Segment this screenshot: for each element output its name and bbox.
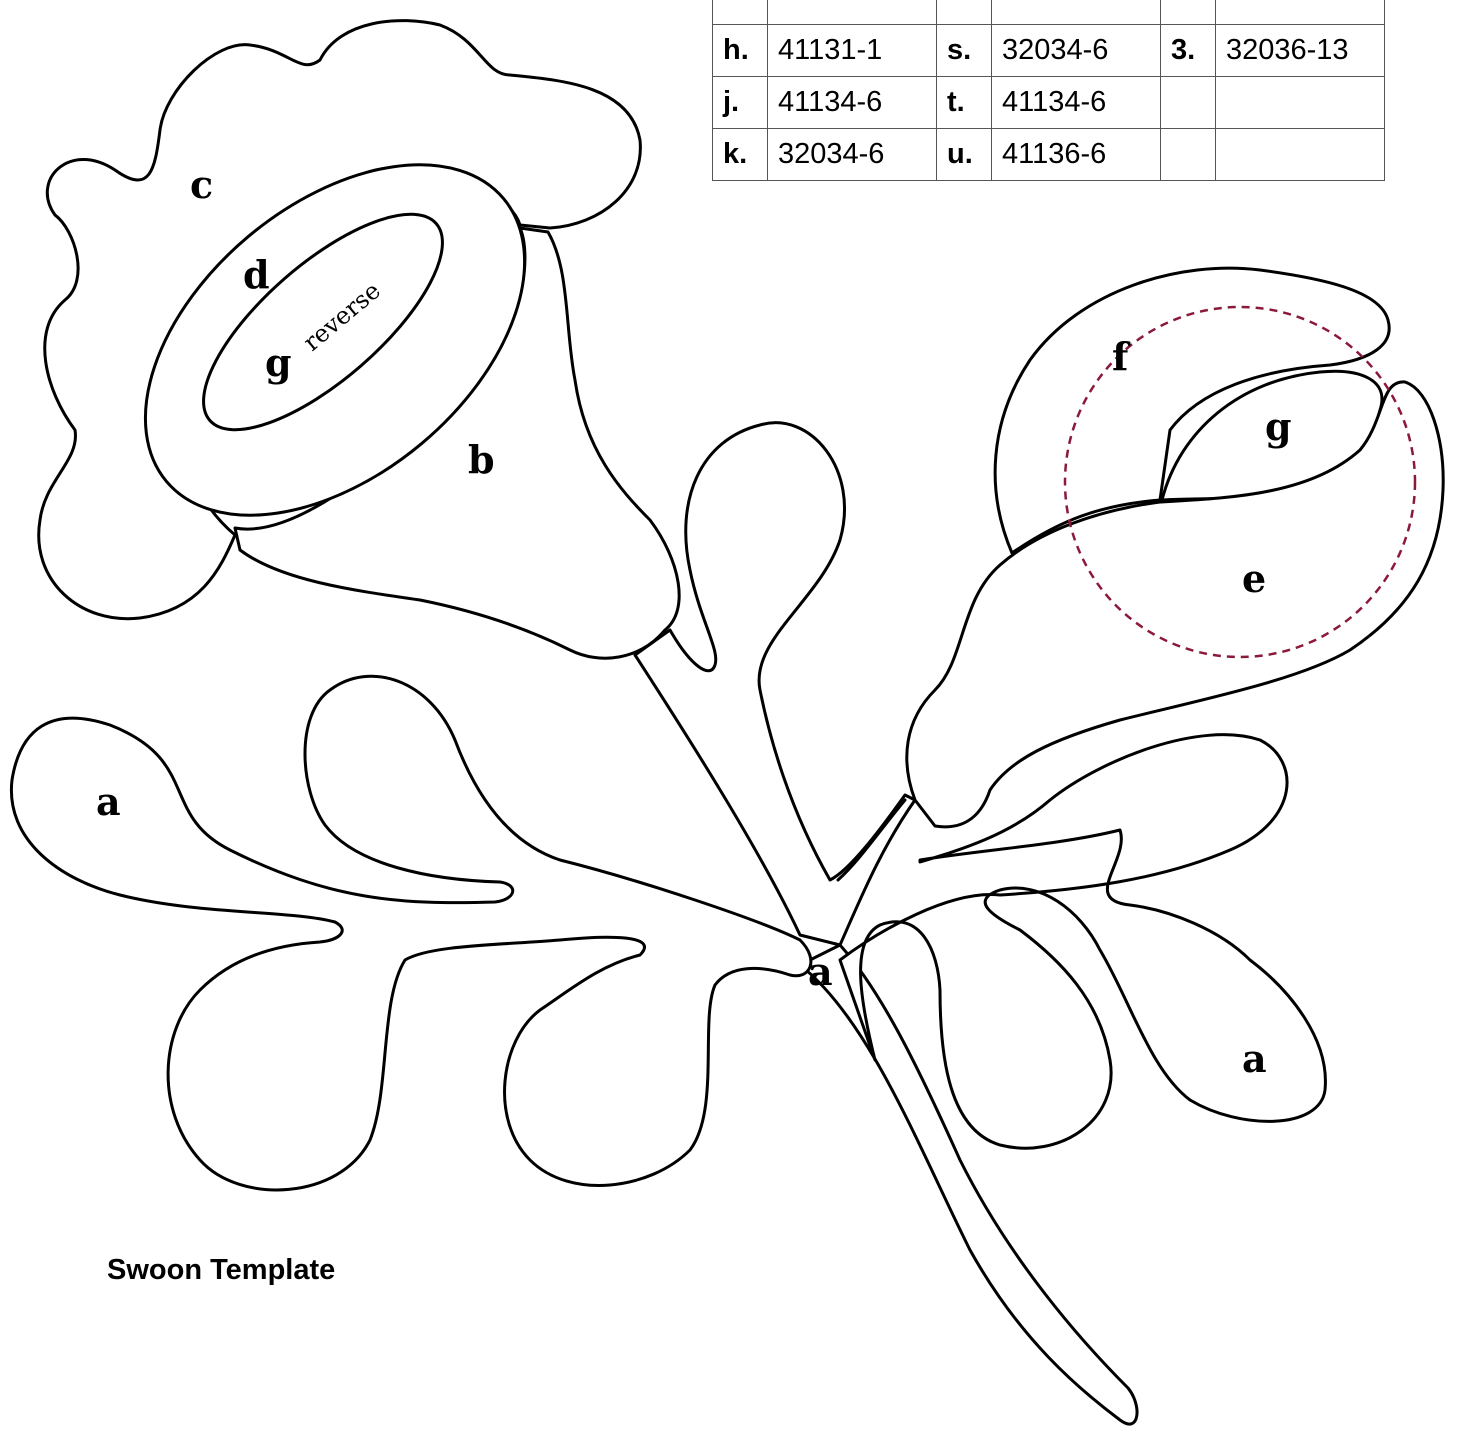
- table-cell-key: j.: [712, 76, 768, 129]
- label-g-bud: g: [1265, 404, 1292, 449]
- table-row: g r: [712, 0, 1385, 25]
- table-cell-key: 3.: [1160, 24, 1216, 77]
- flower-piece-g-shape: [202, 212, 444, 432]
- label-c: c: [190, 162, 213, 207]
- table-cell-value: 41131-1: [767, 24, 937, 77]
- table-cell-key: g: [712, 0, 768, 25]
- table-cell-key: t.: [936, 76, 992, 129]
- table-cell-key: s.: [936, 24, 992, 77]
- table-cell-key: [1160, 0, 1216, 25]
- label-g-flower: g: [265, 340, 292, 385]
- table-cell-value: [1215, 128, 1385, 181]
- right-leaf-cluster-shape: [838, 733, 1327, 1150]
- label-e: e: [1242, 556, 1266, 601]
- table-cell-key: u.: [936, 128, 992, 181]
- dashed-placement-circle: [1063, 305, 1417, 659]
- table-cell-key: [1160, 76, 1216, 129]
- table-cell-value: [1215, 76, 1385, 129]
- lower-stem-shape: [798, 943, 1139, 1426]
- table-cell-value: [991, 0, 1161, 25]
- table-cell-key: h.: [712, 24, 768, 77]
- table-cell-value: [1215, 0, 1385, 25]
- table-row: j. 41134-6 t. 41134-6: [712, 76, 1385, 129]
- bud-piece-f-shape: [993, 266, 1391, 555]
- table-cell-value: 32034-6: [767, 128, 937, 181]
- bud-stem-line: [836, 798, 907, 882]
- leaf-cluster-a-shape: [9, 674, 813, 1192]
- label-a-right: a: [1242, 1036, 1267, 1081]
- fabric-code-table: g r h. 41131-1 s. 32034-6 3. 32036-13 j.…: [712, 0, 1385, 181]
- table-cell-value: 32034-6: [991, 24, 1161, 77]
- table-cell-value: [767, 0, 937, 25]
- label-a-left: a: [96, 779, 121, 824]
- bud-piece-e-shape: [905, 380, 1445, 829]
- table-cell-value: 41136-6: [991, 128, 1161, 181]
- page-title: Swoon Template: [107, 1254, 336, 1286]
- table-cell-value: 32036-13: [1215, 24, 1385, 77]
- table-cell-value: 41134-6: [991, 76, 1161, 129]
- table-cell-key: r: [936, 0, 992, 25]
- label-f: f: [1112, 334, 1131, 379]
- table-cell-value: 41134-6: [767, 76, 937, 129]
- table-row: k. 32034-6 u. 41136-6: [712, 128, 1385, 181]
- table-row: h. 41131-1 s. 32034-6 3. 32036-13: [712, 24, 1385, 77]
- center-leaf-shape: [633, 421, 917, 947]
- label-b: b: [468, 437, 495, 482]
- table-cell-key: k.: [712, 128, 768, 181]
- label-a-center: a: [808, 949, 833, 994]
- label-d: d: [243, 252, 270, 297]
- table-cell-key: [1160, 128, 1216, 181]
